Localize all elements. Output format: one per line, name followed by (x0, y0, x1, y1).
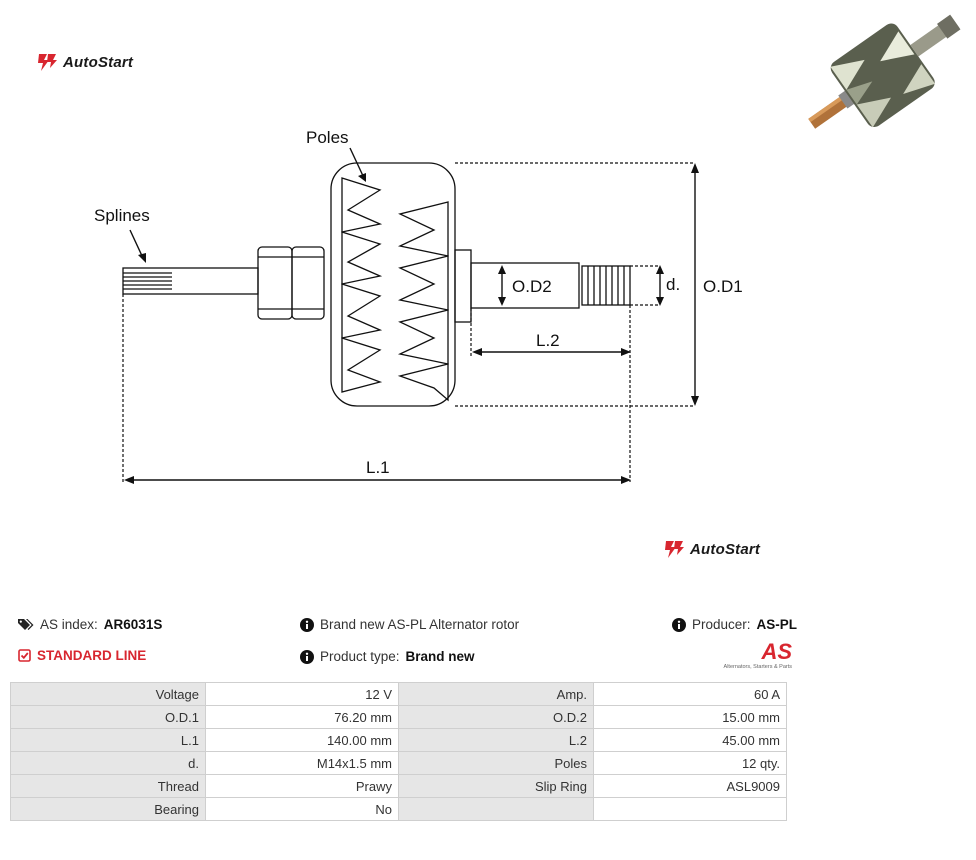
bearing-block-left (257, 246, 293, 320)
table-row: Thread Prawy Slip Ring ASL9009 (10, 774, 787, 798)
spec-label: Poles (398, 751, 594, 775)
label-od1: O.D1 (703, 277, 743, 296)
producer-value: AS-PL (756, 617, 798, 632)
producer-tagline: Alternators, Starters & Parts (723, 664, 792, 670)
label-poles: Poles (306, 128, 349, 147)
autostart-logo-icon (665, 541, 684, 558)
spec-label: O.D.1 (10, 705, 206, 729)
bearing-block-right (291, 246, 325, 320)
spec-value: 45.00 mm (593, 728, 787, 752)
autostart-logo-icon (38, 54, 57, 71)
spec-label: L.2 (398, 728, 594, 752)
standard-line-badge: STANDARD LINE (18, 648, 146, 663)
info-icon (300, 617, 314, 632)
spec-value: ASL9009 (593, 774, 787, 798)
hub-right (454, 249, 472, 323)
table-row: d. M14x1.5 mm Poles 12 qty. (10, 751, 787, 775)
product-type-value: Brand new (405, 649, 475, 664)
table-row: Bearing No (10, 797, 787, 821)
spec-label: Bearing (10, 797, 206, 821)
spec-label: d. (10, 751, 206, 775)
producer: Producer: AS-PL (672, 617, 797, 632)
table-row: O.D.1 76.20 mm O.D.2 15.00 mm (10, 705, 787, 729)
table-row: Voltage 12 V Amp. 60 A (10, 682, 787, 706)
standard-line-text: STANDARD LINE (37, 648, 147, 663)
label-l2: L.2 (536, 331, 560, 350)
label-d: d. (666, 275, 680, 294)
product-type-label: Product type: (320, 649, 400, 664)
brand-logo-top: AutoStart (36, 52, 133, 72)
product-description: Brand new AS-PL Alternator rotor (300, 617, 519, 632)
check-square-icon (18, 649, 31, 662)
producer-label: Producer: (692, 617, 751, 632)
brand-name: AutoStart (690, 540, 761, 558)
spec-value: 15.00 mm (593, 705, 787, 729)
brand-logo-bottom: AutoStart (663, 539, 760, 559)
spec-value: Prawy (205, 774, 399, 798)
label-od2: O.D2 (512, 277, 552, 296)
rotor-technical-drawing: Poles Splines O.D2 d. O.D1 L.2 L.1 (94, 128, 743, 484)
as-index: AS index: AR6031S (18, 617, 162, 632)
spec-table: Voltage 12 V Amp. 60 A O.D.1 76.20 mm O.… (10, 682, 787, 821)
spec-label: Voltage (10, 682, 206, 706)
spec-value: M14x1.5 mm (205, 751, 399, 775)
spec-label: Thread (10, 774, 206, 798)
spec-label: Slip Ring (398, 774, 594, 798)
spec-label: Amp. (398, 682, 594, 706)
spec-value: 140.00 mm (205, 728, 399, 752)
spec-value: 12 V (205, 682, 399, 706)
as-index-value: AR6031S (103, 617, 163, 632)
spec-value: 12 qty. (593, 751, 787, 775)
label-splines: Splines (94, 206, 150, 225)
spec-value: 76.20 mm (205, 705, 399, 729)
producer-logo-text: AS (761, 639, 792, 664)
spec-label (398, 797, 594, 821)
info-icon (300, 649, 314, 664)
spec-label: O.D.2 (398, 705, 594, 729)
producer-logo: AS Alternators, Starters & Parts (702, 641, 792, 673)
info-icon (672, 617, 686, 632)
spec-value: 60 A (593, 682, 787, 706)
spec-label: L.1 (10, 728, 206, 752)
description-text: Brand new AS-PL Alternator rotor (320, 617, 520, 632)
brand-name: AutoStart (63, 53, 134, 71)
tags-icon (18, 619, 34, 630)
spec-value (593, 797, 787, 821)
as-index-label: AS index: (40, 617, 98, 632)
product-type: Product type: Brand new (300, 649, 475, 664)
spec-value: No (205, 797, 399, 821)
table-row: L.1 140.00 mm L.2 45.00 mm (10, 728, 787, 752)
rotor-photo-thumbnail (806, 6, 966, 140)
shaft-right (470, 262, 580, 309)
label-l1: L.1 (366, 458, 390, 477)
